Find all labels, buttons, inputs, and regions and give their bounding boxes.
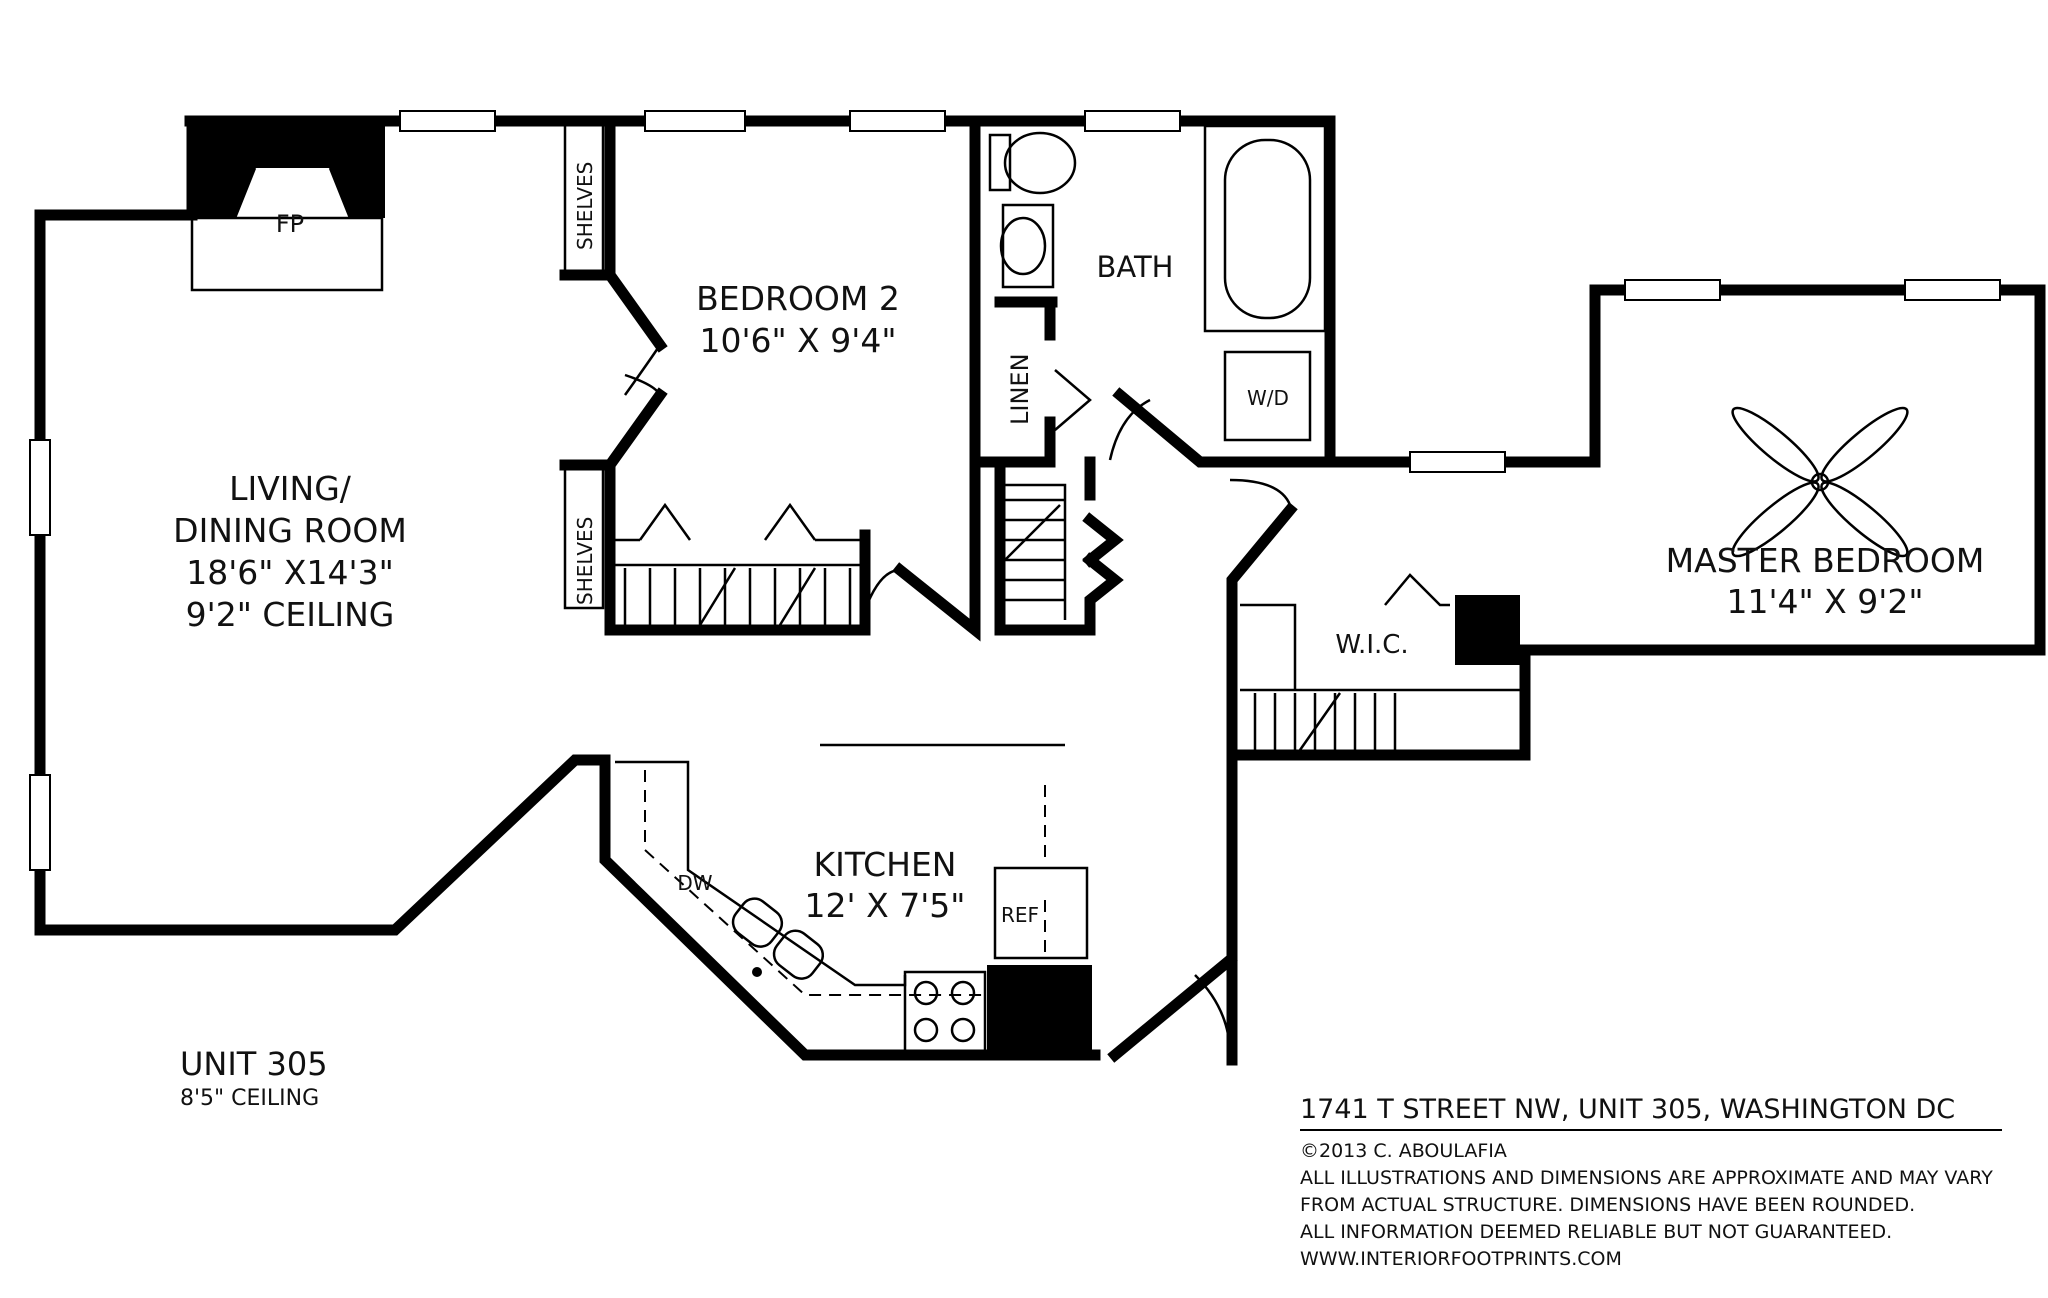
linen-closet: LINEN	[1004, 353, 1092, 620]
fireplace-label: FP	[276, 210, 304, 238]
bedroom2-dims: 10'6" X 9'4"	[699, 321, 896, 360]
shelves-bottom-label: SHELVES	[573, 517, 597, 605]
copyright: ©2013 C. ABOULAFIA	[1300, 1140, 1507, 1162]
kitchen-fixtures: REF DW KITCHEN 12' X 7'5"	[615, 743, 1232, 1057]
master-bedroom-name: MASTER BEDROOM	[1666, 541, 1985, 580]
windows	[29, 110, 2001, 871]
living-dims: 18'6" X14'3"	[186, 553, 394, 592]
address: 1741 T STREET NW, UNIT 305, WASHINGTON D…	[1300, 1094, 1955, 1125]
master-bedroom-dims: 11'4" X 9'2"	[1726, 582, 1923, 621]
footer-info: 1741 T STREET NW, UNIT 305, WASHINGTON D…	[1300, 1094, 2002, 1270]
living-name-line1: LIVING/	[229, 469, 352, 508]
disclaimer-line2: FROM ACTUAL STRUCTURE. DIMENSIONS HAVE B…	[1300, 1194, 1915, 1216]
bedroom2-name: BEDROOM 2	[696, 279, 900, 318]
wic-label: W.I.C.	[1335, 630, 1408, 660]
website: WWW.INTERIORFOOTPRINTS.COM	[1300, 1248, 1622, 1270]
washer-dryer-label: W/D	[1247, 386, 1289, 410]
disclaimer-line1: ALL ILLUSTRATIONS AND DIMENSIONS ARE APP…	[1300, 1167, 1993, 1189]
walk-in-closet: W.I.C.	[1229, 478, 1520, 751]
bath-fixtures: W/D BATH	[988, 124, 1327, 461]
linen-label: LINEN	[1006, 353, 1034, 425]
dishwasher-label: DW	[677, 871, 712, 895]
kitchen-name: KITCHEN	[814, 845, 957, 884]
living-name-line2: DINING ROOM	[173, 511, 407, 550]
kitchen-dims: 12' X 7'5"	[805, 886, 966, 925]
fireplace: FP	[190, 116, 385, 292]
unit-ceiling: 8'5" CEILING	[180, 1086, 319, 1111]
bedroom2-closet	[615, 344, 901, 626]
bath-label: BATH	[1096, 250, 1173, 284]
disclaimer-line3: ALL INFORMATION DEEMED RELIABLE BUT NOT …	[1300, 1221, 1892, 1243]
shelves: SHELVES SHELVES	[563, 119, 605, 610]
refrigerator-label: REF	[1001, 903, 1039, 927]
unit-name: UNIT 305	[180, 1045, 328, 1083]
ceiling-fan-icon	[1731, 406, 1909, 558]
shelves-top-label: SHELVES	[573, 162, 597, 250]
living-ceiling: 9'2" CEILING	[186, 595, 395, 634]
